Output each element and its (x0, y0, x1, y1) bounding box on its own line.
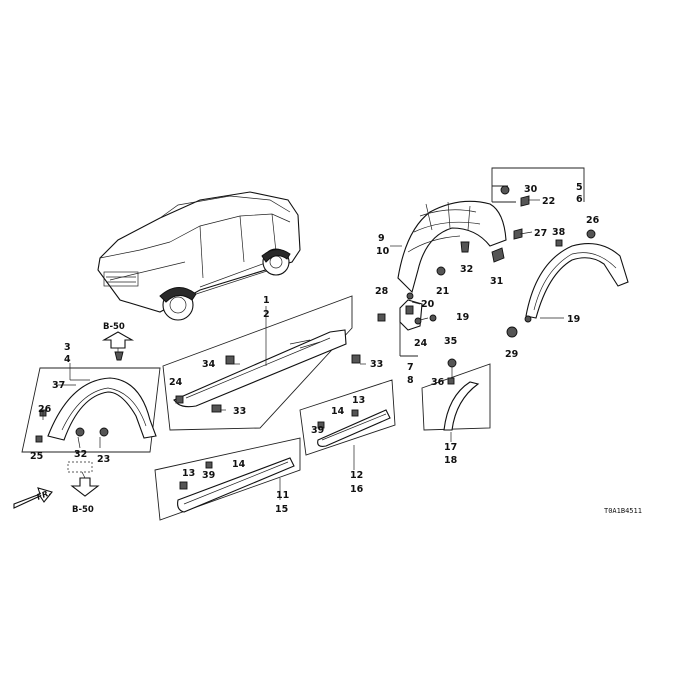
callout-39-rear: 39 (311, 425, 324, 436)
callout-15: 15 (275, 504, 288, 515)
callout-38: 38 (552, 227, 566, 238)
callout-10: 10 (376, 246, 390, 257)
callout-32-rear: 32 (460, 264, 473, 275)
callout-37: 37 (52, 380, 65, 391)
callout-30: 30 (524, 184, 538, 195)
callout-22: 22 (542, 196, 555, 207)
ref-label-bottom: B-50 (72, 505, 94, 515)
callout-26-rear: 26 (586, 215, 600, 226)
callout-27: 27 (534, 228, 547, 239)
callout-16: 16 (350, 484, 364, 495)
rear-inner-fender-group (377, 200, 507, 357)
callout-13-front: 13 (182, 468, 195, 479)
callout-33-top: 33 (370, 359, 383, 370)
callout-39-front: 39 (202, 470, 215, 481)
callout-17: 17 (444, 442, 457, 453)
callout-21: 21 (436, 286, 449, 297)
leader-lines (42, 199, 564, 500)
callout-20: 20 (421, 299, 435, 310)
callout-6: 6 (576, 194, 583, 205)
callout-3: 3 (64, 342, 71, 353)
callout-19-inner: 19 (456, 312, 469, 323)
side-sill-garnish-group (162, 295, 361, 431)
callout-28: 28 (375, 286, 389, 297)
callout-14-front: 14 (232, 459, 246, 470)
callout-36: 36 (431, 377, 445, 388)
callout-24-bracket: 24 (414, 338, 428, 349)
callout-numbers: 1 2 3 4 5 6 7 8 9 10 11 12 13 13 14 14 1… (30, 182, 600, 515)
callout-35: 35 (444, 336, 457, 347)
callout-32-front: 32 (74, 449, 87, 460)
callout-9: 9 (378, 233, 385, 244)
callout-4: 4 (64, 354, 71, 365)
callout-18: 18 (444, 455, 458, 466)
callout-25: 25 (30, 451, 43, 462)
callout-12: 12 (350, 470, 363, 481)
front-fender-flare-group (21, 331, 161, 497)
callout-29: 29 (505, 349, 518, 360)
callout-14-rear: 14 (331, 406, 345, 417)
ref-label-top: B-50 (103, 322, 125, 332)
callout-11: 11 (276, 490, 289, 501)
callout-23: 23 (97, 454, 110, 465)
diagram-code: T0A1B4511 (604, 507, 642, 515)
callout-7: 7 (407, 362, 414, 373)
callout-19-flare: 19 (567, 314, 580, 325)
callout-5: 5 (576, 182, 583, 193)
rear-quarter-molding-group (421, 358, 491, 431)
callout-1: 1 (263, 295, 270, 306)
callout-13-rear: 13 (352, 395, 365, 406)
front-direction-marker: FR. (13, 487, 53, 509)
callout-24-sill: 24 (169, 377, 183, 388)
callout-26-front: 26 (38, 404, 52, 415)
callout-8: 8 (407, 375, 414, 386)
callout-31: 31 (490, 276, 503, 287)
vehicle-illustration (97, 191, 301, 321)
callout-34: 34 (202, 359, 216, 370)
callout-2: 2 (263, 309, 270, 320)
callout-33-bottom: 33 (233, 406, 246, 417)
front-door-garnish-group (154, 437, 301, 521)
rear-door-garnish-group (299, 379, 396, 456)
rear-fender-flare-group (491, 167, 629, 338)
